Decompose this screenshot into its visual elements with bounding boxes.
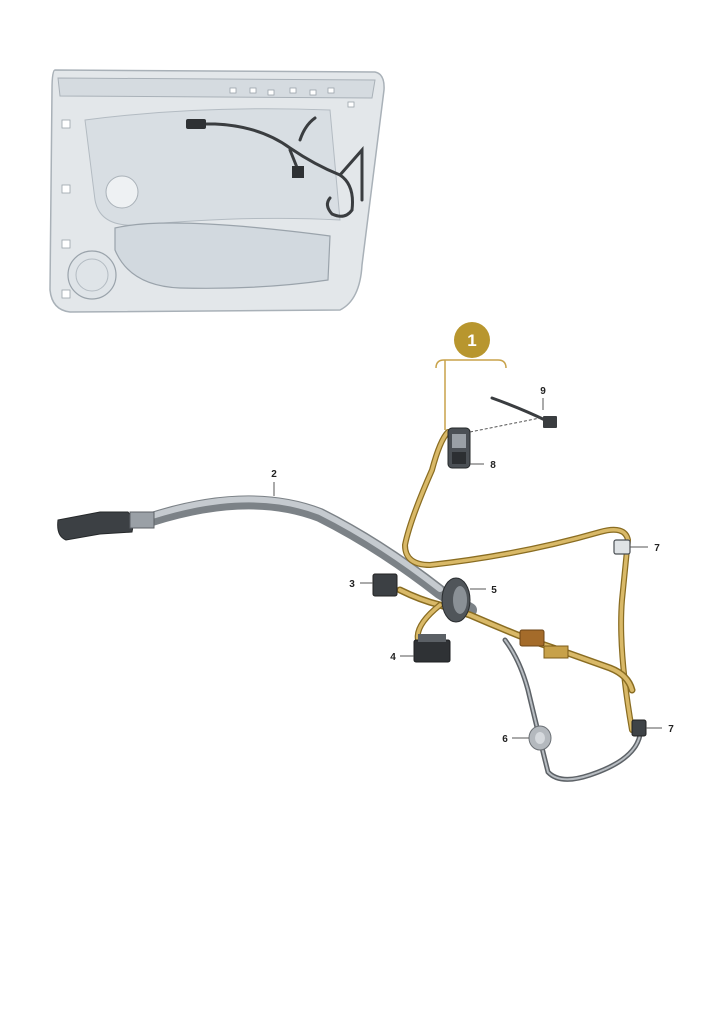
door-panel-speaker (67, 250, 117, 300)
harness-upper-loop (402, 429, 635, 733)
callout-1-number: 1 (467, 331, 476, 350)
part-7-clip-upper (613, 539, 631, 555)
part-5-grommet (441, 577, 471, 623)
main-cable-end-ferrule (129, 511, 155, 529)
door-panel-top-rail (57, 77, 376, 99)
part-9-cable-tie (469, 396, 557, 433)
door-panel-speaker-inner (75, 258, 109, 292)
main-cable-sheath (145, 495, 477, 617)
part-7-clip-lower (631, 719, 647, 737)
part-6-grommet (528, 725, 552, 751)
trunk-inline-connector (519, 629, 569, 659)
door-panel-wiring-connector (186, 119, 206, 129)
part-label-8: 8 (490, 460, 496, 471)
part-label-4: 4 (390, 652, 396, 663)
part-3-connector (372, 573, 398, 597)
callout-1: 1 (435, 322, 507, 430)
lower-grey-loop (502, 637, 643, 782)
door-panel-holes (61, 87, 355, 299)
part-8-connector (447, 427, 471, 469)
part-label-6: 6 (502, 734, 508, 745)
door-panel-wiring (190, 116, 364, 218)
main-cable-end-connector (57, 511, 135, 541)
callout-1-bracket (435, 359, 507, 430)
door-panel-round-cutout (105, 175, 139, 209)
part-label-7-upper: 7 (654, 543, 660, 554)
main-cable-highlight (149, 496, 443, 592)
highlighted-harness (396, 429, 636, 733)
leader-lines (273, 398, 662, 739)
door-panel-wiring-clip (292, 166, 304, 178)
door-panel-armrest-pocket (114, 222, 331, 289)
part-label-3: 3 (349, 579, 355, 590)
callout-1-circle (454, 322, 490, 358)
part-label-7-lower: 7 (668, 724, 674, 735)
part-4-connector (413, 634, 451, 663)
part-label-9: 9 (540, 386, 546, 397)
door-panel-overview (49, 69, 385, 313)
part-label-5: 5 (491, 585, 497, 596)
part-label-2: 2 (271, 469, 277, 480)
main-cable (57, 495, 477, 617)
